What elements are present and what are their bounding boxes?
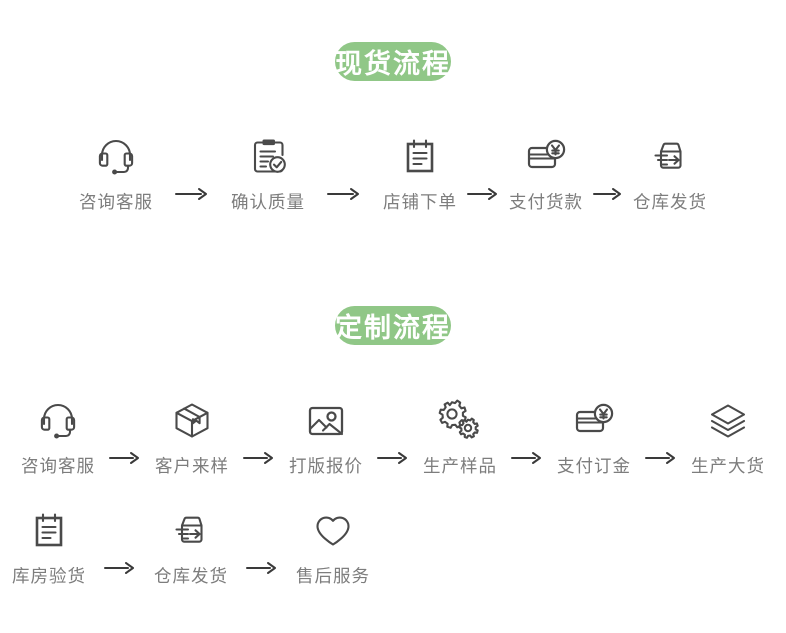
spot-flow-title-text: 现货流程 bbox=[335, 49, 451, 80]
flow-step-label: 咨询客服 bbox=[79, 193, 153, 213]
flow-step-label: 生产大货 bbox=[691, 457, 765, 477]
flow-step-consult-service[interactable]: 咨询客服 bbox=[79, 128, 153, 213]
flow-step-warehouse-ship[interactable]: 仓库发货 bbox=[154, 502, 228, 587]
gears-icon bbox=[433, 392, 487, 448]
image-picture-icon bbox=[301, 392, 351, 448]
credit-card-yen-icon bbox=[568, 392, 620, 448]
flow-step-label: 生产样品 bbox=[423, 457, 497, 477]
flow-arrow bbox=[104, 558, 136, 578]
flow-arrow bbox=[377, 448, 409, 468]
custom-flow-title-text: 定制流程 bbox=[335, 313, 451, 344]
credit-card-yen-icon bbox=[520, 128, 572, 184]
flow-step-label: 售后服务 bbox=[296, 567, 370, 587]
flow-step-label: 店铺下单 bbox=[383, 193, 457, 213]
flow-step-label: 客户来样 bbox=[155, 457, 229, 477]
flow-step-consult-service[interactable]: 咨询客服 bbox=[21, 392, 95, 477]
flow-step-sample-quote[interactable]: 打版报价 bbox=[289, 392, 363, 477]
headset-icon bbox=[91, 128, 141, 184]
flow-step-confirm-quality[interactable]: 确认质量 bbox=[231, 128, 305, 213]
custom-flow-steps-row-2: 库房验货 仓库发货 售后服务 bbox=[12, 502, 532, 587]
flow-step-label: 确认质量 bbox=[231, 193, 305, 213]
custom-flow-title-pill: 定制流程 bbox=[335, 306, 451, 345]
spot-flow-steps-row: 咨询客服 确认质量 bbox=[0, 128, 786, 213]
heart-icon bbox=[308, 502, 358, 558]
flow-step-warehouse-inspect[interactable]: 库房验货 bbox=[12, 502, 86, 587]
flow-step-label: 仓库发货 bbox=[633, 193, 707, 213]
flow-arrow bbox=[246, 558, 278, 578]
box-ship-out-icon bbox=[645, 128, 695, 184]
flow-arrow bbox=[109, 448, 141, 468]
flow-step-label: 库房验货 bbox=[12, 567, 86, 587]
notepad-icon bbox=[24, 502, 74, 558]
custom-flow-header: 定制流程 bbox=[0, 306, 786, 345]
flow-arrow bbox=[243, 448, 275, 468]
flow-step-label: 支付订金 bbox=[557, 457, 631, 477]
clipboard-check-icon bbox=[243, 128, 293, 184]
flow-step-pay-deposit[interactable]: 支付订金 bbox=[557, 392, 631, 477]
box-ship-out-icon bbox=[166, 502, 216, 558]
flow-arrow bbox=[327, 184, 361, 204]
custom-flow-steps-row-1: 咨询客服 客户来样 打版报价 bbox=[0, 392, 786, 477]
spot-flow-header: 现货流程 bbox=[0, 42, 786, 81]
flow-step-label: 仓库发货 bbox=[154, 567, 228, 587]
flow-step-label: 咨询客服 bbox=[21, 457, 95, 477]
flow-step-label: 打版报价 bbox=[289, 457, 363, 477]
flow-step-produce-sample[interactable]: 生产样品 bbox=[423, 392, 497, 477]
flow-arrow bbox=[511, 448, 543, 468]
flow-step-customer-sample[interactable]: 客户来样 bbox=[155, 392, 229, 477]
flow-step-warehouse-ship[interactable]: 仓库发货 bbox=[633, 128, 707, 213]
flow-arrow bbox=[645, 448, 677, 468]
flow-step-pay-goods[interactable]: 支付货款 bbox=[509, 128, 583, 213]
flow-step-place-order[interactable]: 店铺下单 bbox=[383, 128, 457, 213]
package-box-icon bbox=[167, 392, 217, 448]
flow-step-label: 支付货款 bbox=[509, 193, 583, 213]
flow-arrow bbox=[593, 184, 623, 204]
flow-step-bulk-production[interactable]: 生产大货 bbox=[691, 392, 765, 477]
layers-stack-icon bbox=[703, 392, 753, 448]
flow-arrow bbox=[175, 184, 209, 204]
flow-step-after-sales[interactable]: 售后服务 bbox=[296, 502, 370, 587]
headset-icon bbox=[33, 392, 83, 448]
spot-flow-title-pill: 现货流程 bbox=[335, 42, 451, 81]
flow-arrow bbox=[467, 184, 499, 204]
notepad-icon bbox=[395, 128, 445, 184]
